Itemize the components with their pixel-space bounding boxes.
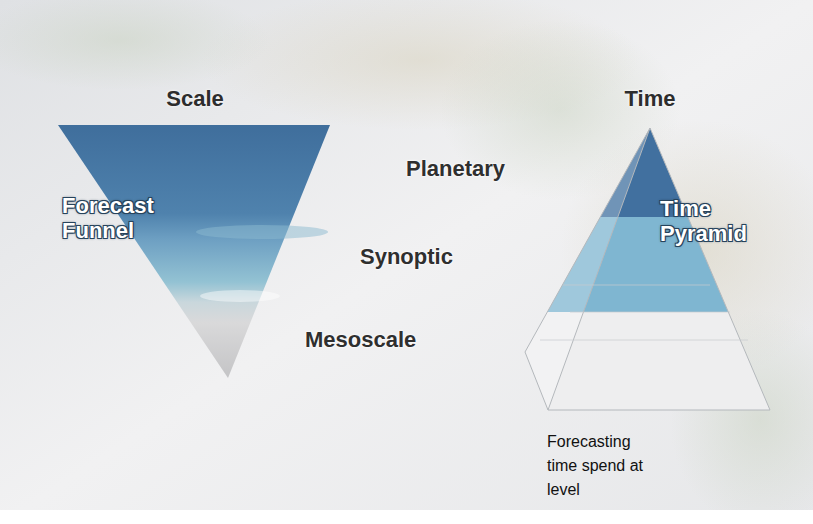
pyramid-outline — [525, 128, 770, 410]
forecast-funnel: ScaleForecast Funnel — [55, 80, 335, 380]
scale-level-label: Synoptic — [360, 244, 500, 270]
pyramid-outline — [515, 80, 785, 420]
pyramid-title: Time Pyramid — [660, 196, 778, 247]
scale-heading: Scale — [55, 86, 335, 111]
time-pyramid: TimeTime Pyramid — [515, 80, 785, 420]
caption-note: Forecasting time spend at level — [547, 430, 665, 502]
scale-level-label: Mesoscale — [305, 327, 475, 353]
time-heading: Time — [600, 86, 700, 111]
band-edge — [200, 290, 280, 302]
scale-level-label: Planetary — [406, 156, 566, 182]
funnel-shape — [58, 125, 330, 378]
funnel-title: Forecast Funnel — [62, 193, 187, 244]
band-edge — [196, 225, 328, 239]
